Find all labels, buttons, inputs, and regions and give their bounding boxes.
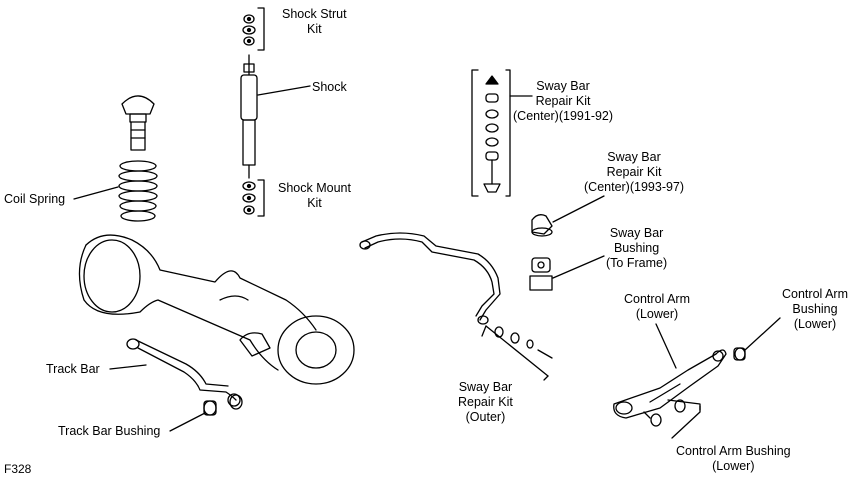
shock-strut-kit-parts bbox=[242, 7, 265, 51]
label-line: Track Bar Bushing bbox=[58, 424, 161, 438]
coil-spring bbox=[73, 95, 158, 222]
label-line: (Lower) bbox=[635, 307, 679, 321]
label-shock-strut-kit: Shock Strut Kit bbox=[282, 7, 347, 37]
label-line: Sway Bar bbox=[609, 226, 664, 240]
label-line: Repair Kit bbox=[606, 165, 662, 179]
label-line: Track Bar bbox=[46, 362, 100, 376]
label-line: Bushing bbox=[613, 241, 660, 255]
label-line: Sway Bar bbox=[458, 380, 513, 394]
label-sway-bar-repair-kit-center-93-97: Sway Bar Repair Kit (Center)(1993-97) bbox=[584, 150, 684, 195]
label-shock: Shock bbox=[312, 80, 347, 95]
label-line: Sway Bar bbox=[536, 79, 590, 93]
figure-id: F328 bbox=[4, 462, 32, 476]
label-line: Shock bbox=[312, 80, 347, 94]
label-line: (Center)(1991-92) bbox=[513, 109, 614, 123]
label-line: (Lower) bbox=[712, 459, 755, 473]
label-line: Kit bbox=[307, 196, 322, 210]
label-line: Bushing bbox=[792, 302, 838, 316]
label-sway-bar-repair-kit-outer: Sway Bar Repair Kit (Outer) bbox=[458, 380, 513, 425]
control-arm-lower bbox=[613, 323, 727, 419]
shock-absorber bbox=[240, 54, 311, 179]
label-line: Shock Strut bbox=[282, 7, 347, 21]
label-control-arm-bushing-lower-bottom: Control Arm Bushing (Lower) bbox=[676, 444, 791, 474]
label-shock-mount-kit: Shock Mount Kit bbox=[278, 181, 351, 211]
label-line: Repair Kit bbox=[535, 94, 591, 108]
sway-bar-repair-kit-center-91-92-parts bbox=[471, 69, 533, 197]
control-arm-bushings-lower bbox=[643, 317, 781, 439]
label-coil-spring: Coil Spring bbox=[4, 192, 65, 207]
label-track-bar: Track Bar bbox=[46, 362, 100, 377]
shock-mount-kit-parts bbox=[242, 179, 265, 217]
label-line: Control Arm bbox=[624, 292, 690, 306]
sway-bar-repair-kit-outer-parts bbox=[481, 325, 553, 381]
label-line: Sway Bar bbox=[607, 150, 661, 164]
label-line: (To Frame) bbox=[606, 256, 668, 270]
label-sway-bar-bushing-frame: Sway Bar Bushing (To Frame) bbox=[606, 226, 667, 271]
label-control-arm-bushing-lower-right: Control Arm Bushing (Lower) bbox=[782, 287, 848, 332]
label-line: (Outer) bbox=[465, 410, 506, 424]
track-bar-bushings bbox=[169, 394, 243, 432]
sway-bar bbox=[359, 232, 501, 325]
label-line: (Lower) bbox=[793, 317, 837, 331]
label-track-bar-bushing: Track Bar Bushing bbox=[58, 424, 160, 439]
label-control-arm-lower: Control Arm (Lower) bbox=[624, 292, 690, 322]
label-line: Kit bbox=[307, 22, 322, 36]
label-sway-bar-repair-kit-center-91-92: Sway Bar Repair Kit (Center)(1991-92) bbox=[513, 79, 613, 124]
label-line: Control Arm bbox=[782, 287, 848, 301]
label-line: Repair Kit bbox=[458, 395, 513, 409]
sway-bar-repair-kit-center-93-97-parts bbox=[531, 195, 605, 237]
track-bar bbox=[109, 338, 241, 407]
label-line: Coil Spring bbox=[4, 192, 66, 206]
label-line: Shock Mount bbox=[278, 181, 351, 195]
sway-bar-bushing-frame-parts bbox=[529, 255, 605, 291]
label-line: Control Arm Bushing bbox=[676, 444, 791, 458]
label-line: (Center)(1993-97) bbox=[584, 180, 685, 194]
axle-housing bbox=[78, 234, 355, 385]
